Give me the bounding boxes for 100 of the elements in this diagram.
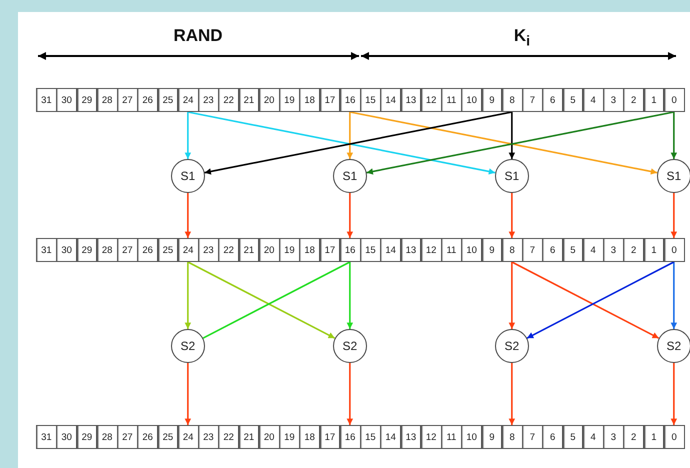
- s-box-circle: S2: [170, 329, 205, 363]
- bit-cell: 11: [441, 238, 462, 262]
- bit-cell: 29: [76, 238, 98, 262]
- bit-cell: 17: [320, 425, 340, 449]
- bit-cell: 25: [158, 238, 178, 262]
- bit-cell: 24: [178, 425, 198, 449]
- bit-cell: 30: [56, 238, 77, 262]
- arrow: [508, 262, 516, 329]
- bit-cell: 0: [664, 425, 684, 449]
- bit-cell: 6: [542, 238, 563, 262]
- bit-cell: 9: [482, 425, 502, 449]
- bit-cell: 9: [482, 238, 502, 262]
- bit-cell: 29: [76, 88, 98, 112]
- bit-cell: 6: [542, 425, 563, 449]
- bit-cell: 10: [461, 425, 482, 449]
- bit-cell: 21: [238, 425, 260, 449]
- bit-cell: 1: [644, 88, 664, 112]
- bit-cell: 4: [582, 425, 604, 449]
- s-box-circle: S2: [656, 329, 690, 363]
- bit-cell: 11: [441, 425, 462, 449]
- arrow: [670, 112, 678, 159]
- bit-range-label: RAND: [173, 26, 223, 46]
- bit-cell: 7: [522, 238, 543, 262]
- bit-cell: 26: [137, 238, 158, 262]
- bit-cell: 29: [76, 425, 98, 449]
- bit-cell: 4: [582, 88, 604, 112]
- bit-cell: 17: [320, 238, 340, 262]
- arrow: [346, 193, 354, 238]
- s-box-circle: S2: [332, 329, 367, 363]
- bit-cell: 3: [603, 425, 624, 449]
- bit-cell: 8: [502, 88, 522, 112]
- bit-cell: 1: [644, 425, 664, 449]
- bit-cell: 12: [420, 238, 442, 262]
- bit-cell: 0: [664, 88, 684, 112]
- bit-cell: 4: [582, 238, 604, 262]
- bit-cell: 31: [36, 238, 57, 262]
- arrow: [188, 261, 336, 339]
- bit-cell: 2: [623, 88, 644, 112]
- arrow: [346, 112, 354, 159]
- bit-cell: 19: [279, 88, 300, 112]
- arrow: [512, 261, 660, 339]
- arrow: [670, 262, 678, 329]
- bit-cell: 31: [36, 88, 57, 112]
- arrow: [508, 193, 516, 238]
- bit-cell: 28: [96, 88, 118, 112]
- s-box-circle: S1: [170, 159, 205, 193]
- arrow: [670, 193, 678, 238]
- bit-cell: 7: [522, 425, 543, 449]
- bit-cell: 23: [198, 425, 219, 449]
- arrow: [184, 262, 192, 329]
- bit-cell: 20: [258, 88, 280, 112]
- bit-cell: 0: [664, 238, 684, 262]
- connector-line: [202, 261, 350, 339]
- bit-cell: 16: [340, 238, 360, 262]
- bit-cell: 16: [340, 425, 360, 449]
- arrow: [508, 363, 516, 425]
- bit-cell: 24: [178, 88, 198, 112]
- arrow: [346, 262, 354, 329]
- bit-cell: 19: [279, 425, 300, 449]
- arrow: [184, 112, 192, 159]
- bit-cell: 1: [644, 238, 664, 262]
- bit-cell: 14: [380, 425, 401, 449]
- bit-cell: 5: [562, 88, 584, 112]
- bit-cell: 20: [258, 425, 280, 449]
- bit-cell: 15: [360, 88, 381, 112]
- bit-cell: 27: [117, 425, 138, 449]
- bit-cell: 11: [441, 88, 462, 112]
- bit-cell: 2: [623, 238, 644, 262]
- bit-cell: 18: [299, 425, 320, 449]
- bit-cell: 31: [36, 425, 57, 449]
- bit-cell: 15: [360, 238, 381, 262]
- bit-cell: 26: [137, 425, 158, 449]
- bit-cell: 5: [562, 425, 584, 449]
- bit-cell: 12: [420, 425, 442, 449]
- bit-range-label: K$_{i}$: [514, 26, 530, 50]
- bit-cell: 18: [299, 88, 320, 112]
- bit-cell: 2: [623, 425, 644, 449]
- bit-cell: 24: [178, 238, 198, 262]
- bit-cell: 13: [400, 88, 422, 112]
- s-box-circle: S1: [332, 159, 367, 193]
- bit-cell: 28: [96, 238, 118, 262]
- arrow: [184, 193, 192, 238]
- bit-cell: 13: [400, 238, 422, 262]
- bit-cell: 21: [238, 238, 260, 262]
- bit-cell: 19: [279, 238, 300, 262]
- bit-cell: 5: [562, 238, 584, 262]
- bit-cell: 22: [218, 238, 239, 262]
- bit-cell: 14: [380, 88, 401, 112]
- arrow: [184, 363, 192, 425]
- bit-cell: 23: [198, 88, 219, 112]
- bit-cell: 9: [482, 88, 502, 112]
- bit-cell: 17: [320, 88, 340, 112]
- bit-cell: 30: [56, 88, 77, 112]
- bit-cell: 7: [522, 88, 543, 112]
- arrow: [508, 112, 516, 159]
- bit-cell: 10: [461, 238, 482, 262]
- bit-cell: 12: [420, 88, 442, 112]
- bit-cell: 14: [380, 238, 401, 262]
- bit-cell: 27: [117, 88, 138, 112]
- bit-cell: 26: [137, 88, 158, 112]
